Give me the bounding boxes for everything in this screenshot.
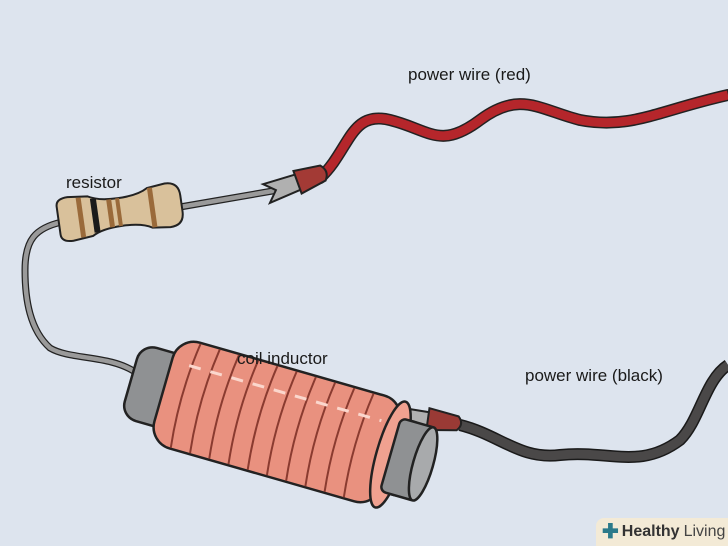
- brand-name-regular: Living: [683, 523, 726, 540]
- label-coil-inductor: coil inductor: [237, 349, 328, 368]
- brand-watermark: ✚ Healthy Living: [596, 518, 728, 546]
- label-power-wire-black: power wire (black): [525, 366, 663, 385]
- label-power-wire-red: power wire (red): [408, 65, 531, 84]
- alligator-clip-red: [260, 164, 328, 205]
- plus-leaf-icon: ✚: [602, 521, 619, 543]
- resistor-lead-left: [21, 218, 137, 375]
- brand-name-bold: Healthy: [621, 523, 680, 540]
- label-resistor: resistor: [66, 173, 122, 192]
- resistor: [55, 182, 184, 243]
- coil-inductor: [122, 340, 439, 509]
